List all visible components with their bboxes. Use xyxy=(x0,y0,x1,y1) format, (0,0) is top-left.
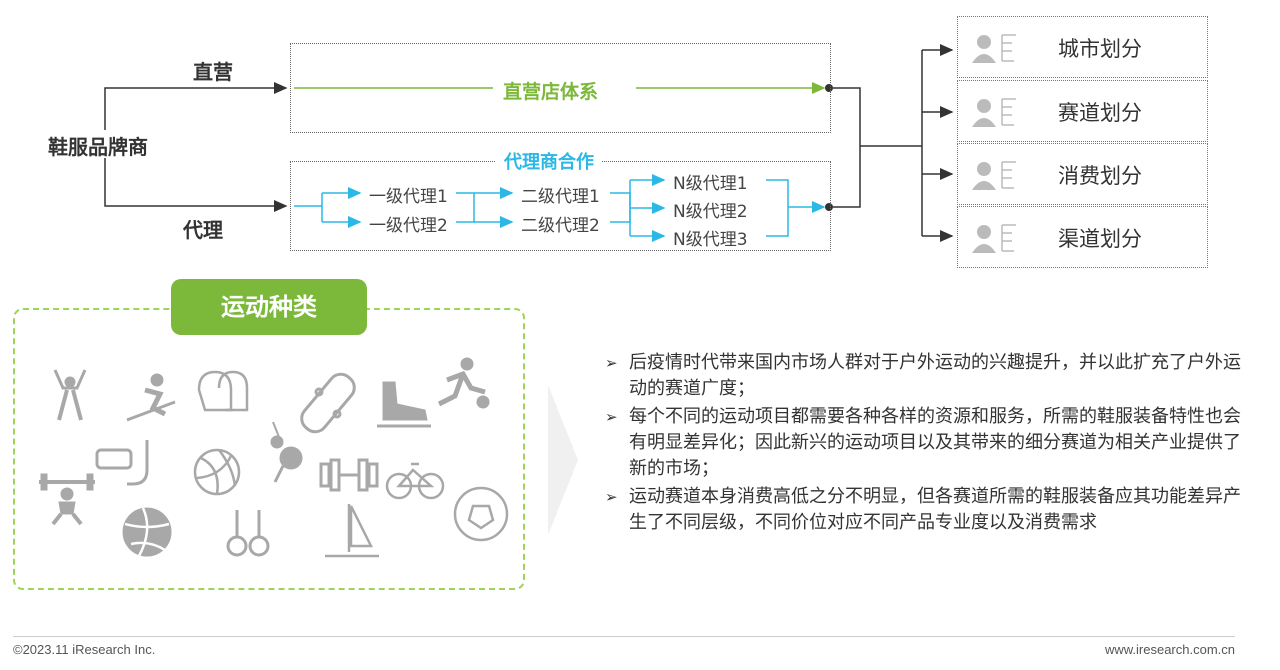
segment-label: 赛道划分 xyxy=(1058,101,1142,125)
sports-title: 运动种类 xyxy=(171,279,367,335)
person-list-icon xyxy=(972,98,1016,127)
segment-channel: 渠道划分 xyxy=(957,206,1208,268)
sports-icons xyxy=(39,357,509,558)
ice-skate-icon xyxy=(377,381,431,428)
bicycle-icon xyxy=(385,462,445,500)
level1-agent-1: 一级代理1 xyxy=(369,187,448,207)
level2-agent-2: 二级代理2 xyxy=(521,216,600,236)
segment-city: 城市划分 xyxy=(957,16,1208,78)
soccer-player-icon xyxy=(437,357,490,409)
person-list-icon xyxy=(972,34,1016,63)
segment-label: 消费划分 xyxy=(1058,164,1142,188)
leveln-agent-3: N级代理3 xyxy=(673,230,748,250)
segment-label: 渠道划分 xyxy=(1058,227,1142,251)
segment-track: 赛道划分 xyxy=(957,80,1208,142)
weightlifter-icon xyxy=(39,473,95,526)
chevron-separator-icon xyxy=(548,385,578,535)
bullet-list: 后疫情时代带来国内市场人群对于户外运动的兴趣提升，并以此扩充了户外运动的赛道广度… xyxy=(605,350,1255,538)
segment-label: 城市划分 xyxy=(1058,37,1142,61)
leveln-agent-2: N级代理2 xyxy=(673,202,748,222)
sports-panel xyxy=(13,308,525,590)
agent-cooperation-title: 代理商合作 xyxy=(496,148,602,174)
person-list-icon xyxy=(972,224,1016,253)
climber-icon xyxy=(270,421,303,483)
snorkel-icon xyxy=(95,440,149,486)
bullet-item: 运动赛道本身消费高低之分不明显，但各赛道所需的鞋服装备应其功能差异产生了不同层级… xyxy=(605,484,1255,536)
boxing-gloves-icon xyxy=(197,370,249,412)
brand-label: 鞋服品牌商 xyxy=(48,135,148,159)
person-list-icon xyxy=(972,161,1016,190)
direct-store-title: 直营店体系 xyxy=(495,77,607,104)
leveln-agent-1: N级代理1 xyxy=(673,174,748,194)
basketball-icon xyxy=(122,507,172,557)
level1-agent-2: 一级代理2 xyxy=(369,216,448,236)
direct-store-box xyxy=(290,43,831,133)
footer-website: www.iresearch.com.cn xyxy=(1104,642,1235,657)
rings-gymnast-icon xyxy=(53,369,87,421)
footer-copyright: ©2023.11 iResearch Inc. xyxy=(13,642,156,657)
segment-consumption: 消费划分 xyxy=(957,143,1208,205)
sailboat-icon xyxy=(325,504,379,558)
skier-icon xyxy=(126,373,176,422)
volleyball-icon xyxy=(193,448,241,496)
agent-label: 代理 xyxy=(183,218,223,242)
footer-divider xyxy=(13,636,1235,637)
dumbbell-icon xyxy=(319,458,379,492)
skateboard-icon xyxy=(300,372,356,434)
level2-agent-1: 二级代理1 xyxy=(521,187,600,207)
soccer-ball-icon xyxy=(453,486,509,542)
bullet-item: 后疫情时代带来国内市场人群对于户外运动的兴趣提升，并以此扩充了户外运动的赛道广度… xyxy=(605,350,1255,402)
direct-label: 直营 xyxy=(193,60,233,84)
flow-diagram-lines xyxy=(104,44,954,242)
gym-rings-icon xyxy=(226,510,270,557)
bullet-item: 每个不同的运动项目都需要各种各样的资源和服务，所需的鞋服装备特性也会有明显差异化… xyxy=(605,404,1255,482)
